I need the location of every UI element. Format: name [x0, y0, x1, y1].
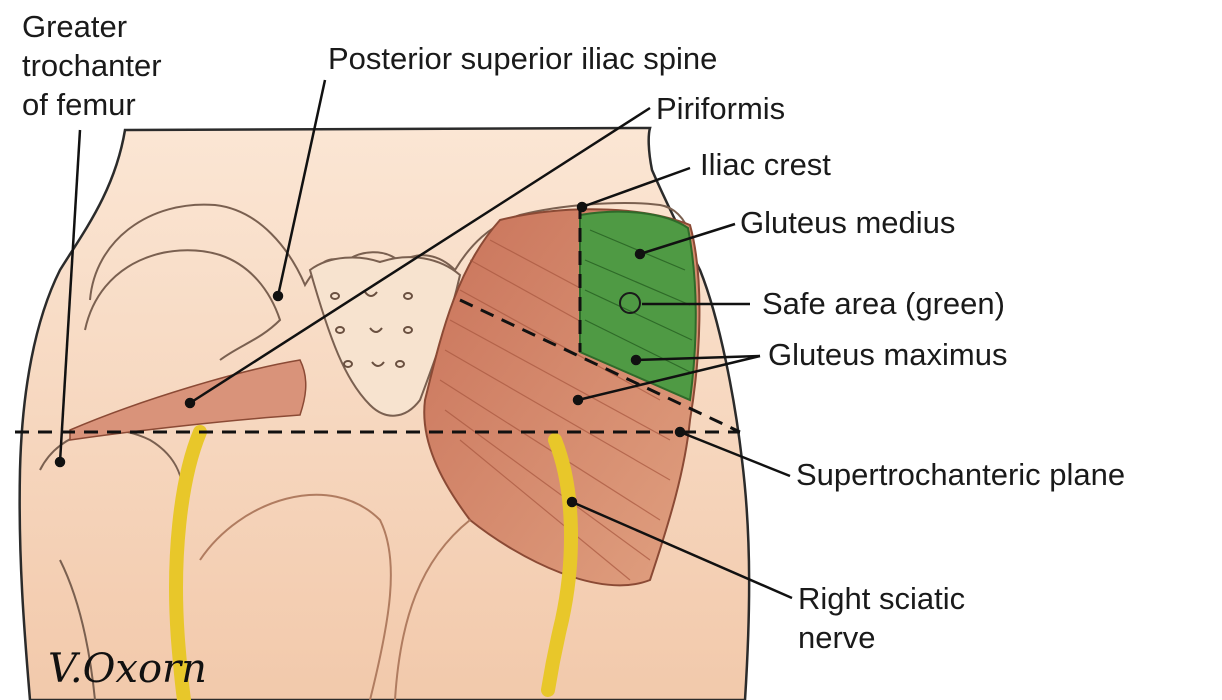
artist-signature: V.Oxorn [48, 646, 207, 692]
label-posterior-superior-iliac-spine: Posterior superior iliac spine [328, 40, 717, 77]
label-supertrochanteric-plane: Supertrochanteric plane [796, 456, 1125, 493]
label-greater-trochanter-line2: trochanter [22, 47, 162, 84]
label-greater-trochanter-line3: of femur [22, 86, 136, 123]
label-piriformis: Piriformis [656, 90, 785, 127]
label-greater-trochanter-line1: Greater [22, 8, 127, 45]
label-gluteus-maximus: Gluteus maximus [768, 336, 1007, 373]
label-right-sciatic-nerve-line2: nerve [798, 619, 876, 656]
label-right-sciatic-nerve-line1: Right sciatic [798, 580, 965, 617]
label-safe-area: Safe area (green) [762, 285, 1005, 322]
label-gluteus-medius: Gluteus medius [740, 204, 955, 241]
label-iliac-crest: Iliac crest [700, 146, 831, 183]
